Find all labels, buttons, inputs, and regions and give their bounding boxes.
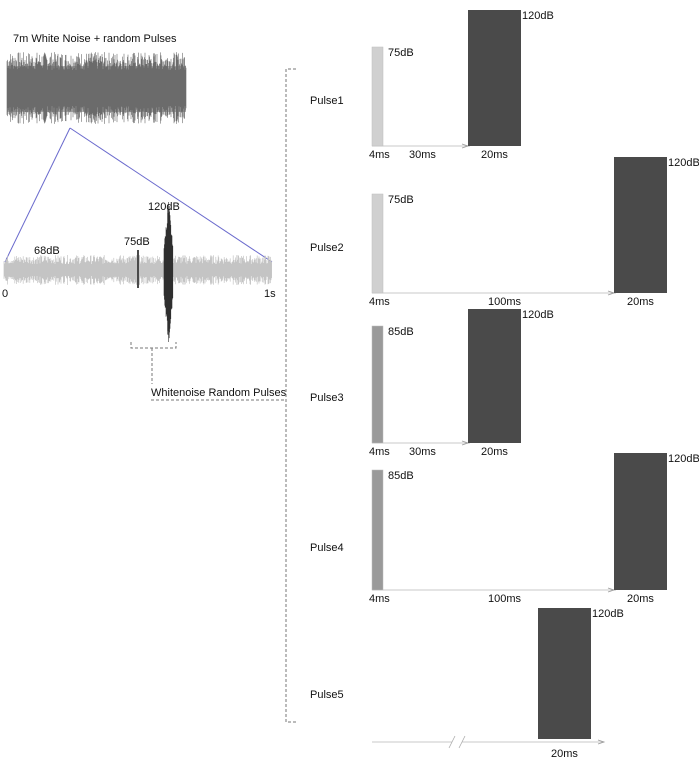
zoom-pulse-level-label: 120dB	[148, 201, 180, 213]
time-axis-arrow	[597, 739, 606, 745]
zoom-background-level-label: 68dB	[34, 245, 60, 257]
pulse-name-label: Pulse3	[310, 392, 344, 404]
prepulse-bar	[371, 46, 384, 147]
zoom-start-label: 0	[2, 288, 8, 300]
zoom-end-label: 1s	[264, 288, 276, 300]
pulse-bar	[468, 10, 521, 146]
prepulse-level-label: 85dB	[388, 470, 414, 482]
pulse-level-label: 120dB	[522, 309, 554, 321]
zoom-prepulse-level-label: 75dB	[124, 236, 150, 248]
pulse-panel-2: Pulse2 75dB 4ms 100ms 120dB 20ms	[310, 157, 699, 308]
pulse-level-label: 120dB	[522, 10, 554, 22]
pulse-panel-4: Pulse4 85dB 4ms 100ms 120dB 20ms	[310, 453, 699, 605]
zoom-noise-trace	[3, 255, 272, 285]
zoom-connector-left	[4, 127, 71, 263]
prepulse-duration-label: 4ms	[369, 446, 390, 458]
pulse-bar	[468, 309, 521, 443]
gap-duration-label: 30ms	[409, 446, 436, 458]
bracket-label: Whitenoise Random Pulses	[151, 387, 287, 399]
pulse-bar	[538, 608, 591, 739]
pulse-bar	[614, 157, 667, 293]
axis-break-mark	[448, 735, 456, 749]
pulse-bracket	[130, 342, 177, 349]
pulse-duration-label: 20ms	[627, 296, 654, 308]
pulse-level-label: 120dB	[668, 157, 699, 169]
pulse-duration-label: 20ms	[481, 149, 508, 161]
zoom-noise-waveform	[3, 255, 272, 285]
prepulse-duration-label: 4ms	[369, 593, 390, 605]
overview-noise-waveform	[6, 52, 187, 124]
pulse-panel-5: Pulse5 120dB 20ms	[310, 608, 624, 760]
prepulse-level-label: 85dB	[388, 326, 414, 338]
prepulse-level-label: 75dB	[388, 194, 414, 206]
prepulse-bar	[371, 469, 384, 591]
pulse-name-label: Pulse5	[310, 689, 344, 701]
pulse-name-label: Pulse1	[310, 95, 344, 107]
gap-duration-label: 30ms	[409, 149, 436, 161]
prepulse-bar	[371, 325, 384, 444]
pulse-duration-label: 20ms	[481, 446, 508, 458]
pulse-duration-label: 20ms	[551, 748, 578, 760]
prepulse-level-label: 75dB	[388, 47, 414, 59]
pulse-panel-1: Pulse1 75dB 4ms 30ms 120dB 20ms	[310, 10, 554, 161]
axis-break-mark	[458, 735, 466, 749]
pulse-level-label: 120dB	[668, 453, 699, 465]
pulse-name-label: Pulse2	[310, 242, 344, 254]
zoom-connector-right	[69, 127, 273, 263]
zoom-pulse-trace	[163, 201, 174, 343]
pulse-bar	[614, 453, 667, 590]
pulse-panel-3: Pulse3 85dB 4ms 30ms 120dB 20ms	[310, 309, 554, 458]
prepulse-bar	[371, 193, 384, 294]
gap-duration-label: 100ms	[488, 593, 522, 605]
pulse-duration-label: 20ms	[627, 593, 654, 605]
overview-noise-body	[7, 66, 186, 112]
pulse-name-label: Pulse4	[310, 542, 344, 554]
prepulse-duration-label: 4ms	[369, 149, 390, 161]
panel-group-bracket	[285, 68, 296, 723]
zoom-pulse-burst	[163, 201, 174, 343]
prepulse-duration-label: 4ms	[369, 296, 390, 308]
pulse-level-label: 120dB	[592, 608, 624, 620]
overview-title: 7m White Noise + random Pulses	[13, 33, 177, 45]
gap-duration-label: 100ms	[488, 296, 522, 308]
